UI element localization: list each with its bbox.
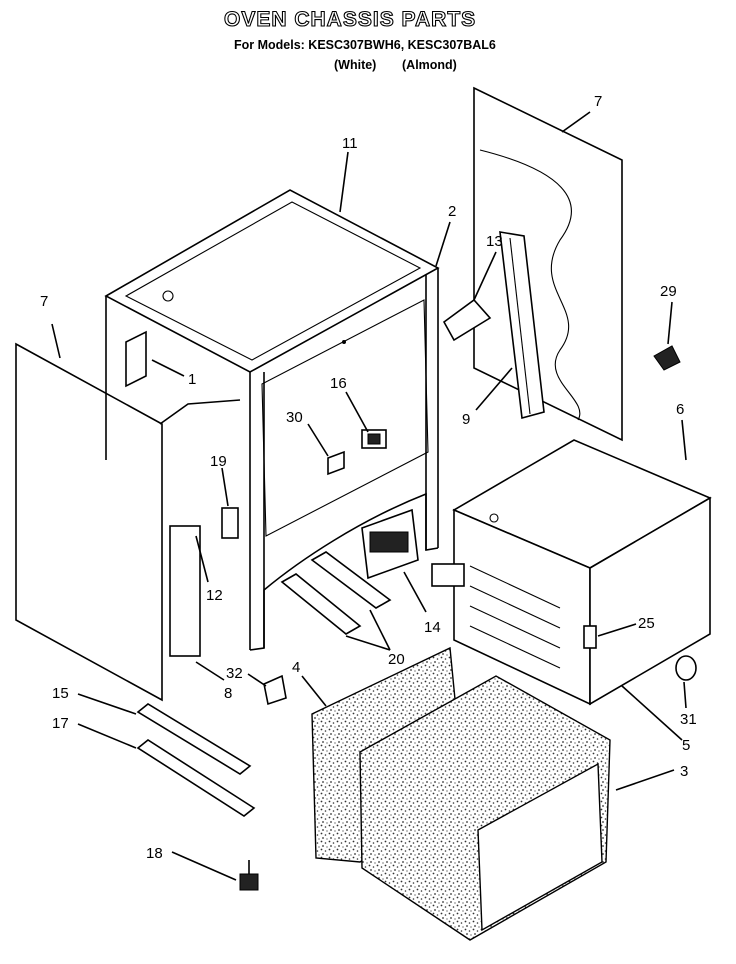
callout-29: 29	[660, 283, 677, 300]
callout-31: 31	[680, 711, 697, 728]
callout-12: 12	[206, 587, 223, 604]
callout-16: 16	[330, 375, 347, 392]
callout-19: 19	[210, 453, 227, 470]
page-title: OVEN CHASSIS PARTS	[223, 7, 477, 31]
rail-part-17	[136, 739, 256, 817]
callout-8: 8	[224, 685, 232, 702]
callout-3: 3	[680, 763, 688, 780]
leader-lines	[51, 111, 687, 881]
bracket-part-1	[125, 330, 147, 388]
side-panel-left	[15, 342, 163, 702]
callout-18: 18	[146, 845, 163, 862]
bracket-part-13	[442, 298, 492, 342]
callout-30: 30	[286, 409, 303, 426]
rear-panel	[473, 86, 623, 442]
callout-9: 9	[462, 411, 470, 428]
callout-6: 6	[676, 401, 684, 418]
callout-25: 25	[638, 615, 655, 632]
color-white-label: (White)	[334, 58, 377, 72]
leveling-foot-part-18	[239, 860, 259, 891]
plug-part-29	[653, 345, 681, 371]
callout-15: 15	[52, 685, 69, 702]
rails-part-20	[280, 551, 392, 635]
callout-4: 4	[292, 659, 300, 676]
clip-part-30	[327, 450, 345, 476]
brackets-part-19-12	[169, 507, 239, 657]
terminal-block-part-14	[361, 508, 419, 580]
callout-14: 14	[424, 619, 441, 636]
callout-32: 32	[226, 665, 243, 682]
switch-part-16	[361, 429, 387, 449]
clip-part-32	[263, 674, 287, 706]
insulation-part-3	[359, 675, 611, 941]
models-line: For Models: KESC307BWH6, KESC307BAL6	[234, 38, 496, 52]
callout-11: 11	[342, 135, 358, 152]
rail-part-15	[136, 703, 252, 775]
callout-2: 2	[448, 203, 456, 220]
callout-17: 17	[52, 715, 69, 732]
knob-part-31	[675, 655, 697, 681]
strip-part-9	[499, 231, 545, 420]
color-almond-label: (Almond)	[402, 58, 457, 72]
callout-13: 13	[486, 233, 503, 250]
callout-1: 1	[188, 371, 196, 388]
callout-7-left: 7	[40, 293, 48, 310]
callout-20: 20	[388, 651, 405, 668]
callout-5: 5	[682, 737, 690, 754]
oven-cavity-part-6	[431, 439, 712, 706]
chassis-frame	[104, 189, 440, 651]
callout-7-right: 7	[594, 93, 602, 110]
diagram-header: OVEN CHASSIS PARTS For Models: KESC307BW…	[0, 0, 736, 80]
callout-labels: 7 11 2 13 7 29 1 16 30 9 6 19 12 14 25 2…	[40, 93, 697, 862]
